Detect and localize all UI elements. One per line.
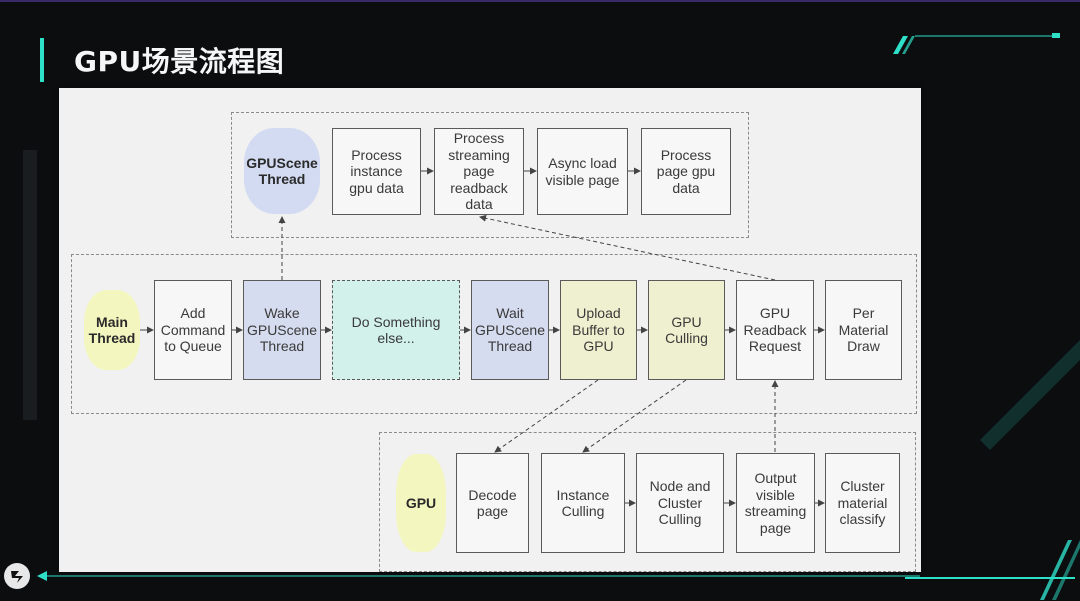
gpu-readback-request-node: GPU Readback Request — [736, 280, 814, 380]
wait-gpuscene-thread-node: Wait GPUScene Thread — [471, 280, 549, 380]
upload-buffer-to-gpu-node: Upload Buffer to GPU — [560, 280, 637, 380]
decode-page-node: Decode page — [456, 453, 529, 553]
gpuscene-group — [231, 112, 749, 238]
process-instance-gpu-data-node: Process instance gpu data — [332, 128, 421, 215]
gpu-group — [379, 432, 916, 572]
cluster-material-classify-node: Cluster material classify — [825, 453, 900, 553]
gpu-culling-node: GPU Culling — [648, 280, 725, 380]
logo-icon — [4, 563, 30, 589]
output-visible-streaming-page-node: Output visible streaming page — [736, 453, 815, 553]
gpuscene-thread-actor: GPUScene Thread — [244, 128, 320, 214]
add-command-to-queue-node: Add Command to Queue — [154, 280, 232, 380]
async-load-visible-page-node: Async load visible page — [537, 128, 628, 215]
per-material-draw-node: Per Material Draw — [825, 280, 902, 380]
instance-culling-node: Instance Culling — [541, 453, 625, 553]
wake-gpuscene-thread-node: Wake GPUScene Thread — [243, 280, 321, 380]
process-page-gpu-data-node: Process page gpu data — [641, 128, 731, 215]
main-thread-group — [71, 254, 917, 414]
main-thread-actor: Main Thread — [84, 290, 140, 370]
node-and-cluster-culling-node: Node and Cluster Culling — [636, 453, 724, 553]
process-streaming-page-readback-node: Process streaming page readback data — [434, 128, 524, 215]
do-something-else-node: Do Something else... — [332, 280, 460, 380]
gpu-actor: GPU — [396, 454, 446, 552]
title-accent-bar — [40, 38, 44, 82]
page-title: GPU场景流程图 — [74, 45, 285, 78]
